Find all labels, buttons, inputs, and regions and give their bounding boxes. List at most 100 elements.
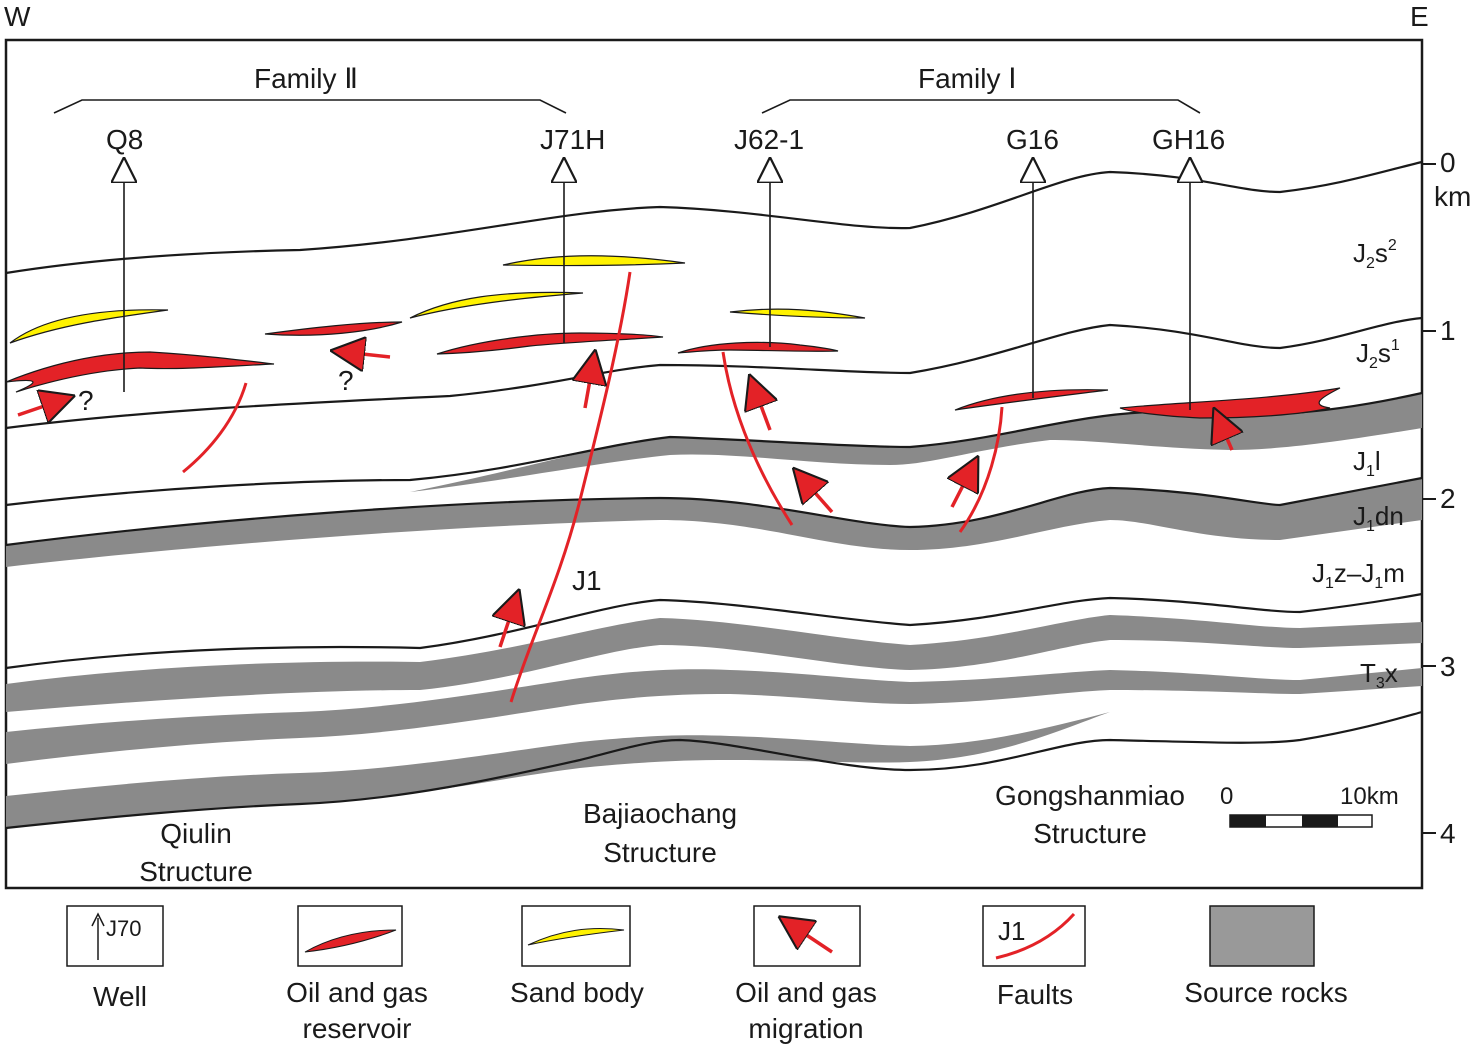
fault-j62 [721, 351, 794, 526]
scale-bar-start: 0 [1220, 783, 1233, 810]
formation-j2s2: J2s2 [1353, 237, 1397, 272]
reservoir-gh16 [1119, 387, 1341, 419]
reservoir-symbol-icon [304, 929, 397, 953]
family-2-bracket [53, 99, 567, 114]
legend-source-label: Source rocks [1184, 977, 1347, 1008]
sand-symbol-icon [527, 928, 625, 946]
well-label-q8: Q8 [106, 124, 143, 155]
formation-j1z-j1m: J1z–J1m [1312, 558, 1405, 592]
depth-unit: km [1434, 181, 1471, 212]
source-rocks [6, 393, 1422, 828]
reservoir-j71h [436, 332, 664, 355]
migration-arrow [500, 602, 515, 648]
structure-bajiaochang-line2: Structure [603, 837, 717, 868]
legend-faults-label: Faults [997, 979, 1073, 1010]
family-2-label: Family Ⅱ [254, 63, 358, 94]
reservoir-q8 [5, 351, 275, 393]
formation-j2s1: J2s1 [1356, 337, 1400, 372]
legend-well-label: Well [93, 981, 147, 1012]
unknown-mark: ? [78, 385, 94, 416]
scale-bar: 0 10km [1220, 783, 1399, 828]
horizon-top [5, 160, 1423, 275]
structure-labels: Qiulin Structure Bajiaochang Structure G… [139, 780, 1185, 887]
legend-well-sample: J70 [106, 916, 141, 941]
legend-reservoir: Oil and gas reservoir [286, 905, 428, 1044]
scale-bar-segment [1230, 815, 1266, 827]
legend-reservoir-line1: Oil and gas [286, 977, 428, 1008]
east-label: E [1410, 1, 1429, 32]
family-brackets [53, 99, 1201, 114]
structure-bajiaochang-line1: Bajiaochang [583, 798, 737, 829]
formation-t3x: T3x [1360, 658, 1398, 692]
migration-arrow [344, 352, 391, 357]
horizon-t3x-top [5, 592, 1423, 670]
horizon-j2s1-base [5, 316, 1423, 430]
reservoirs [5, 321, 1341, 419]
migration-arrow [17, 400, 62, 415]
horizon-j1dn-top [5, 476, 1423, 547]
fault-west [182, 382, 248, 474]
source-band-j1l [410, 393, 1422, 492]
sand-body-q8 [9, 309, 169, 344]
legend-fault-sample: J1 [998, 916, 1025, 946]
structure-gongshanmiao-line2: Structure [1033, 818, 1147, 849]
source-band-t3x-2 [6, 668, 1422, 764]
reservoir-j62 [677, 341, 839, 354]
well-labels: Q8 J71H J62-1 G16 GH16 [106, 124, 1225, 155]
unknown-mark: ? [338, 365, 354, 396]
legend-well-box [66, 905, 164, 967]
depth-axis-labels: 0 km 1 2 3 4 [1434, 147, 1471, 849]
sand-bodies [9, 255, 866, 344]
strata-lines [5, 160, 1423, 830]
scale-bar-end: 10km [1340, 783, 1399, 810]
migration-arrow [802, 478, 834, 514]
well-label-j62-1: J62-1 [734, 124, 804, 155]
well-label-gh16: GH16 [1152, 124, 1225, 155]
legend: J70 Well Oil and gas reservoir Sand body… [66, 905, 1348, 1044]
sand-body-j62 [729, 308, 866, 319]
fault-g16 [958, 406, 1004, 533]
formation-j1l: J1l [1353, 446, 1381, 480]
legend-sand-label: Sand body [510, 977, 644, 1008]
legend-well: J70 Well [66, 905, 164, 1012]
migration-arrow [952, 468, 972, 508]
faults [182, 271, 1004, 703]
structure-qiulin-line1: Qiulin [160, 818, 232, 849]
fault-j1 [509, 271, 632, 703]
structure-qiulin-line2: Structure [139, 856, 253, 887]
source-band-j1dn [6, 478, 1422, 567]
depth-label: 2 [1440, 483, 1456, 514]
well-arrowhead-icon [91, 912, 105, 927]
legend-migration: Oil and gas migration [735, 905, 877, 1044]
fault-symbol-icon [995, 912, 1076, 960]
legend-source: Source rocks [1184, 905, 1348, 1008]
source-band-t3x-1 [6, 615, 1422, 712]
section-frame [4, 38, 1424, 890]
legend-reservoir-line2: reservoir [303, 1013, 412, 1044]
migration-arrow [754, 387, 770, 431]
reservoir-g16 [954, 389, 1109, 411]
well-label-j71h: J71H [540, 124, 605, 155]
depth-label: 3 [1440, 651, 1456, 682]
formation-labels: J2s2 J2s1 J1l J1dn J1z–J1m T3x [1312, 237, 1405, 692]
source-band-t3x-3 [6, 712, 1110, 828]
legend-faults: J1 Faults [982, 905, 1086, 1010]
formation-j1dn: J1dn [1353, 501, 1404, 535]
sand-body-j71h [502, 255, 686, 267]
migration-arrow [585, 363, 593, 409]
migration-arrow [1219, 420, 1232, 451]
wells [124, 170, 1190, 410]
source-rock-symbol-icon [1209, 905, 1315, 967]
fault-label-j1: J1 [572, 565, 602, 596]
structure-gongshanmiao-line1: Gongshanmiao [995, 780, 1185, 811]
legend-sand: Sand body [510, 905, 644, 1008]
legend-migration-line2: migration [748, 1013, 863, 1044]
depth-axis-ticks [1422, 163, 1436, 834]
family-1-label: Family Ⅰ [918, 63, 1016, 94]
reservoir-small [264, 321, 403, 336]
west-label: W [4, 1, 31, 32]
depth-label: 0 [1440, 147, 1456, 178]
depth-label: 1 [1440, 315, 1456, 346]
